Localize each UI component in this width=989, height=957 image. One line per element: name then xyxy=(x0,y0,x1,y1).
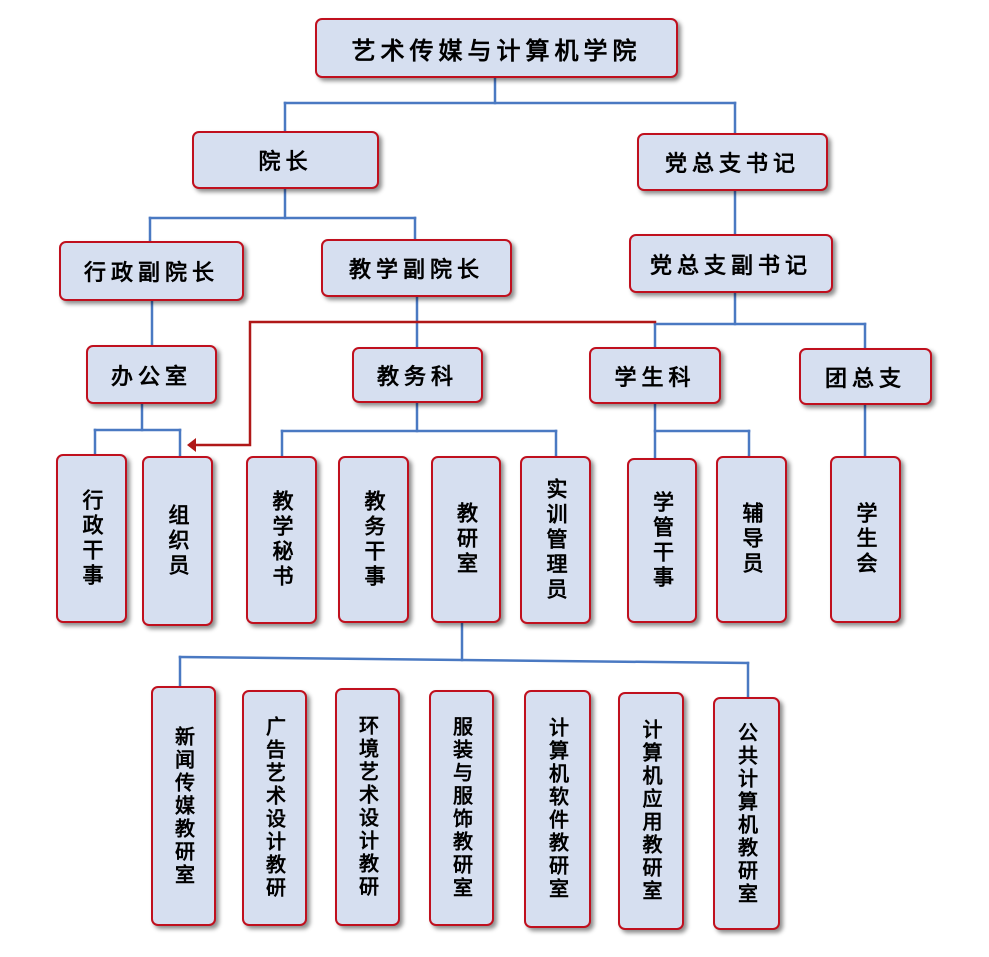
highlight-arrowhead xyxy=(187,438,196,452)
node-admin-officer: 行政干事 xyxy=(56,454,127,623)
node-training-manager: 实训管理员 xyxy=(520,456,591,624)
node-office: 办公室 xyxy=(86,345,217,404)
node-news-media-research: 新闻传媒教研室 xyxy=(151,686,216,926)
node-teaching-secretary: 教学秘书 xyxy=(246,456,317,624)
node-student-affairs: 学生科 xyxy=(589,347,721,404)
node-admin-vice-dean: 行政副院长 xyxy=(59,241,244,301)
node-student-union: 学生会 xyxy=(830,456,901,623)
node-software-research: 计算机软件教研室 xyxy=(524,690,591,928)
connector-research-bar xyxy=(178,655,750,665)
node-dean: 院长 xyxy=(192,131,379,189)
node-advertising-design-research: 广告艺术设计教研 xyxy=(242,690,307,926)
highlight-line xyxy=(194,320,657,447)
node-party-deputy-secretary: 党总支副书记 xyxy=(629,234,833,293)
node-youth-league: 团总支 xyxy=(799,348,932,405)
node-party-secretary: 党总支书记 xyxy=(637,133,828,191)
node-computer-application-research: 计算机应用教研室 xyxy=(618,692,684,930)
node-student-officer: 学管干事 xyxy=(627,458,697,623)
node-academic-affairs: 教务科 xyxy=(352,347,483,403)
node-organizer: 组织员 xyxy=(142,456,213,626)
node-environment-design-research: 环境艺术设计教研 xyxy=(335,688,400,926)
node-college: 艺术传媒与计算机学院 xyxy=(315,18,678,78)
node-public-computer-research: 公共计算机教研室 xyxy=(713,697,780,930)
highlight-connector xyxy=(187,320,657,452)
node-teaching-research-office: 教研室 xyxy=(431,456,501,623)
node-academic-officer: 教务干事 xyxy=(338,456,409,623)
node-fashion-research: 服装与服饰教研室 xyxy=(429,690,494,926)
node-teaching-vice-dean: 教学副院长 xyxy=(321,239,512,297)
node-counselor: 辅导员 xyxy=(716,456,787,623)
